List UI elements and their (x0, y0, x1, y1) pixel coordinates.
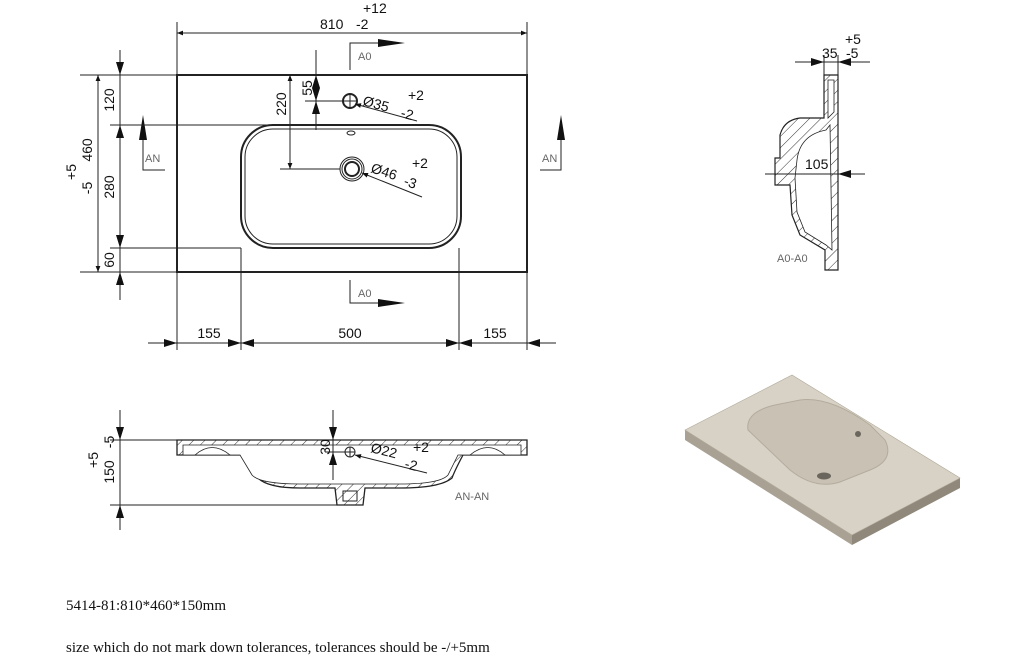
drain-hole-dia: Ø46 (369, 160, 399, 183)
section-ao-view: +5 35 -5 105 A0-A0 (765, 31, 870, 271)
overflow-slot (346, 130, 356, 136)
svg-text:AN: AN (145, 153, 160, 165)
drain-hole-tol-minus: -3 (402, 173, 419, 192)
height-tol-plus: +5 (85, 452, 101, 468)
dim-60: 60 (101, 252, 117, 268)
overflow-tol-minus: -2 (403, 455, 419, 474)
rim-value: 35 (822, 45, 838, 61)
svg-text:A0: A0 (358, 288, 371, 300)
dim-155-right: 155 (483, 325, 507, 341)
section-marker-an-left: AN (139, 115, 165, 171)
width-value: 810 (320, 16, 344, 32)
dim-500: 500 (338, 325, 362, 341)
tap-hole-tol-plus: +2 (408, 87, 424, 103)
dim-220: 220 (273, 92, 289, 116)
height-tol-minus: -5 (101, 436, 117, 449)
dim-55: 55 (299, 80, 315, 96)
width-tol-plus: +12 (363, 0, 387, 16)
height-value: 150 (101, 460, 117, 484)
rim-tol-plus: +5 (845, 31, 861, 47)
dim-155-left: 155 (197, 325, 221, 341)
depth-value: 460 (79, 138, 95, 162)
tap-hole-tol-minus: -2 (399, 104, 415, 123)
svg-text:AN: AN (542, 153, 557, 165)
dim-105: 105 (805, 156, 829, 172)
tolerance-note: size which do not mark down tolerances, … (66, 640, 490, 656)
drain-hole (339, 156, 365, 182)
depth-tol-minus: -5 (79, 182, 95, 195)
section-marker-ao-bottom: A0 (349, 280, 405, 307)
rim-tol-minus: -5 (846, 45, 859, 61)
depth-tol-plus: +5 (63, 164, 79, 180)
basin-3d-render (684, 374, 961, 545)
section-ao-label: A0-A0 (777, 253, 808, 265)
top-view: +12 810 -2 A0 A0 AN AN +5 460 -5 120 2 (63, 0, 565, 350)
dim-30: 30 (317, 439, 333, 455)
dim-280: 280 (101, 175, 117, 199)
section-marker-an-right: AN (540, 115, 565, 171)
drain-hole-tol-plus: +2 (412, 155, 428, 171)
overflow-dia: Ø22 (369, 439, 399, 461)
svg-text:A0: A0 (358, 51, 371, 63)
section-an-label: AN-AN (455, 491, 489, 503)
model-note: 5414-81:810*460*150mm (66, 598, 226, 614)
section-an-view: +5 150 -5 30 Ø22 +2 -2 AN-AN (85, 410, 528, 530)
section-marker-ao-top: A0 (349, 39, 405, 70)
width-tol-minus: -2 (356, 16, 369, 32)
tap-hole (342, 93, 358, 109)
basin-outline (240, 124, 462, 249)
tap-hole-dia: Ø35 (361, 92, 391, 114)
dim-120: 120 (101, 88, 117, 112)
basin-inner (244, 128, 458, 245)
countertop-outline (176, 74, 528, 273)
overflow-tol-plus: +2 (413, 439, 429, 455)
